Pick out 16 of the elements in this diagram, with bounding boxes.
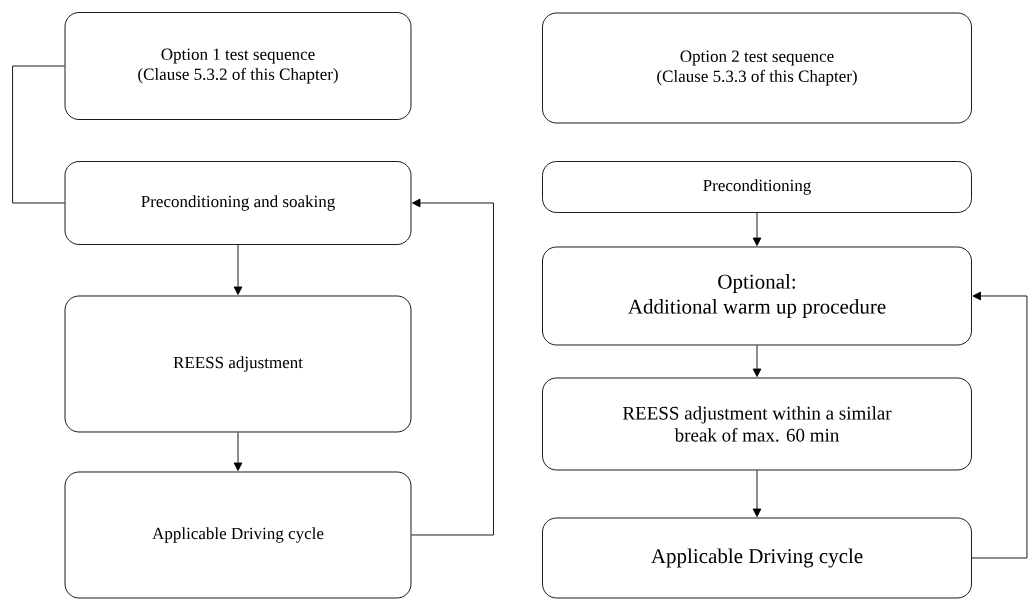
arrow <box>233 244 243 295</box>
process-box: Optional: Additional warm up procedure <box>542 246 972 346</box>
arrow <box>233 432 243 471</box>
process-box: REESS adjustment <box>64 295 412 433</box>
arrow <box>971 291 1028 559</box>
process-box: Applicable Driving cycle <box>64 471 412 599</box>
arrow <box>752 470 762 517</box>
arrow <box>411 198 494 536</box>
process-box: Option 2 test sequence (Clause 5.3.3 of this Chapter) <box>542 12 972 124</box>
arrow <box>752 212 762 246</box>
process-box: Applicable Driving cycle <box>542 517 972 599</box>
process-box: Preconditioning <box>542 161 972 213</box>
process-box: Option 1 test sequence (Clause 5.3.2 of this Chapter) <box>64 12 412 120</box>
arrow <box>752 345 762 377</box>
process-box: REESS adjustment within a similar break of max. 60 min <box>542 377 972 471</box>
process-box: Preconditioning and soaking <box>64 161 412 245</box>
